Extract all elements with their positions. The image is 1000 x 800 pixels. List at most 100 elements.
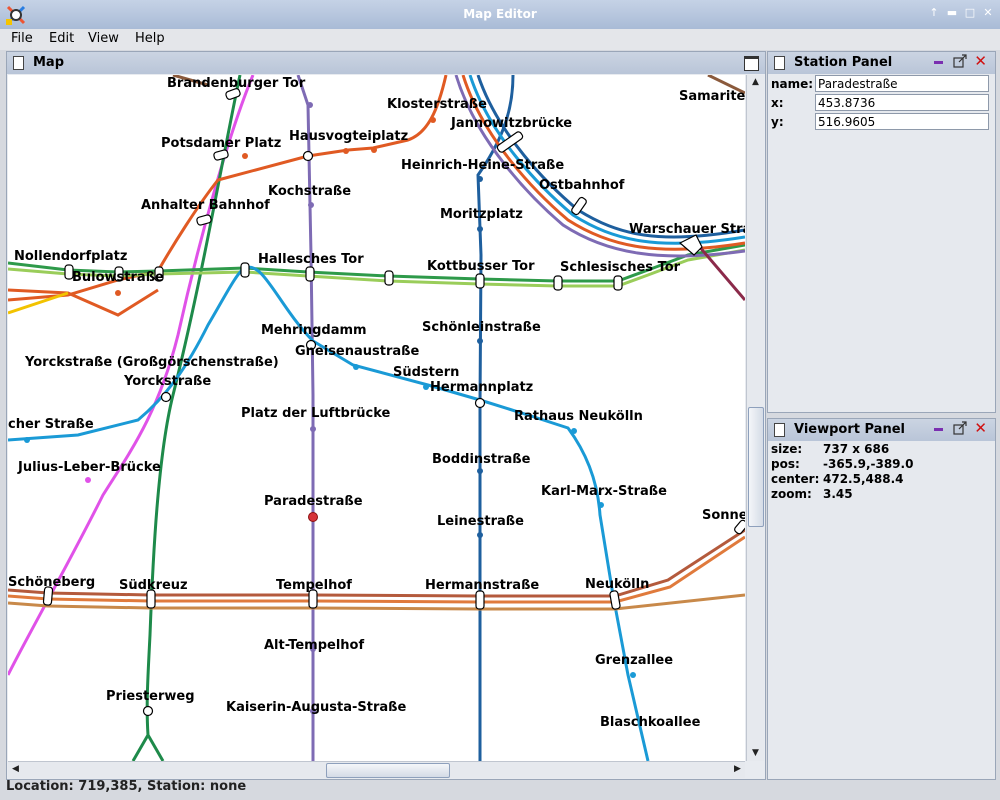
float-panel-icon[interactable] bbox=[953, 421, 967, 435]
station-marker-hallesches-tor-2[interactable] bbox=[305, 266, 315, 282]
maximize-panel-icon[interactable] bbox=[744, 56, 759, 71]
label-hermannstrasse: Hermannstraße bbox=[425, 578, 539, 593]
minimize-panel-icon[interactable] bbox=[934, 428, 943, 431]
station-marker-hermannplatz[interactable] bbox=[474, 397, 486, 409]
dot-station bbox=[371, 147, 377, 153]
close-window-button[interactable]: ✕ bbox=[983, 6, 993, 19]
line-s-brown-west bbox=[172, 75, 209, 87]
scroll-left-icon[interactable]: ◀ bbox=[12, 764, 19, 774]
document-icon bbox=[774, 56, 785, 70]
station-marker-jannowitzbruecke[interactable] bbox=[496, 131, 524, 154]
station-marker-tempelhof[interactable] bbox=[308, 589, 318, 609]
viewport-panel: Viewport Panel ✕ size: 737 x 686 pos: -3… bbox=[767, 418, 996, 780]
map-panel-header: Map bbox=[7, 52, 765, 74]
label-yorckstrasse: Yorckstraße bbox=[123, 374, 211, 389]
dot-station bbox=[477, 338, 483, 344]
label-buelowstrasse: Bulowstraße bbox=[72, 270, 164, 285]
station-marker-potsdamer-platz[interactable] bbox=[213, 149, 229, 161]
line-u-orange-branch bbox=[8, 288, 159, 317]
scroll-up-icon[interactable]: ▲ bbox=[752, 77, 759, 87]
viewport-panel-title: Viewport Panel bbox=[794, 422, 905, 437]
station-marker-nollendorfplatz[interactable] bbox=[64, 264, 74, 280]
dot-station bbox=[353, 364, 359, 370]
station-marker-anhalter-bahnhof[interactable] bbox=[196, 214, 212, 226]
station-marker-nollendorf2[interactable] bbox=[154, 266, 164, 282]
station-panel-title: Station Panel bbox=[794, 55, 893, 70]
station-marker-brandenburger-tor[interactable] bbox=[225, 88, 241, 100]
label-leinestrasse: Leinestraße bbox=[437, 514, 524, 529]
label-suedkreuz: Südkreuz bbox=[119, 578, 188, 593]
document-icon bbox=[13, 56, 24, 70]
horizontal-scroll-thumb[interactable] bbox=[326, 763, 450, 778]
station-x-field[interactable]: 453.8736 bbox=[815, 94, 989, 111]
window-title: Map Editor bbox=[463, 7, 537, 21]
station-marker-hallesches-tor-1[interactable] bbox=[240, 262, 250, 278]
close-panel-icon[interactable]: ✕ bbox=[974, 419, 987, 437]
viewport-center-value: 472.5,488.4 bbox=[823, 472, 904, 486]
menu-help[interactable]: Help bbox=[135, 31, 165, 46]
station-marker-ostbahnhof[interactable] bbox=[571, 196, 588, 216]
maximize-button[interactable]: □ bbox=[964, 6, 976, 19]
menu-edit[interactable]: Edit bbox=[49, 31, 75, 46]
station-marker-schoeneberg[interactable] bbox=[42, 586, 54, 606]
label-heinrich-heine: Heinrich-Heine-Straße bbox=[401, 158, 564, 173]
map-panel: Map bbox=[6, 51, 766, 780]
line-u-yellow bbox=[8, 291, 69, 315]
minimize-panel-icon[interactable] bbox=[934, 61, 943, 64]
label-schoeneberg: Schöneberg bbox=[8, 575, 95, 590]
scroll-down-icon[interactable]: ▼ bbox=[752, 748, 759, 758]
station-marker-priesterweg[interactable] bbox=[142, 705, 154, 717]
dot-station bbox=[630, 672, 636, 678]
line-s-green-branch bbox=[146, 734, 165, 761]
station-marker-goerlitzer[interactable] bbox=[553, 275, 563, 291]
station-marker-neukoelln[interactable] bbox=[609, 590, 621, 610]
line-s-ring-3 bbox=[461, 75, 745, 251]
close-panel-icon[interactable]: ✕ bbox=[974, 52, 987, 70]
station-x-label: x: bbox=[771, 96, 784, 110]
station-marker-sonnenallee[interactable] bbox=[733, 519, 745, 535]
station-name-field[interactable]: Paradestraße bbox=[815, 75, 989, 92]
vertical-scroll-thumb[interactable] bbox=[748, 407, 764, 527]
station-marker-selected-paradestrasse[interactable] bbox=[308, 512, 318, 522]
label-tempelhof: Tempelhof bbox=[276, 578, 352, 593]
label-kottbusser-tor: Kottbusser Tor bbox=[427, 259, 535, 274]
float-panel-icon[interactable] bbox=[953, 54, 967, 68]
map-panel-title: Map bbox=[33, 55, 65, 70]
menu-file[interactable]: File bbox=[11, 31, 33, 46]
station-marker-hausvogteiplatz[interactable] bbox=[302, 150, 314, 162]
viewport-size-value: 737 x 686 bbox=[823, 442, 890, 456]
dot-station bbox=[85, 477, 91, 483]
dot-station bbox=[477, 176, 483, 182]
station-marker-hermannstrasse[interactable] bbox=[475, 590, 485, 610]
station-marker-yorckstrasse[interactable] bbox=[160, 391, 172, 403]
scroll-right-icon[interactable]: ▶ bbox=[734, 764, 741, 774]
label-schlesisches-tor: Schlesisches Tor bbox=[560, 260, 681, 275]
dot-station bbox=[477, 226, 483, 232]
label-priesterweg: Priesterweg bbox=[106, 689, 195, 704]
viewport-zoom-label: zoom: bbox=[771, 487, 812, 501]
station-marker-schlesisches-tor[interactable] bbox=[613, 275, 623, 291]
label-yorckstrasse-gg: Yorckstraße (Großgörschenstraße) bbox=[24, 355, 279, 370]
window-menu-button[interactable]: ↑ bbox=[929, 6, 939, 19]
station-marker-mehringdamm[interactable] bbox=[305, 339, 317, 351]
map-canvas[interactable]: Brandenburger Tor Klosterstraße Samarite… bbox=[8, 75, 745, 761]
menu-view[interactable]: View bbox=[88, 31, 119, 46]
vertical-scrollbar[interactable]: ▲ ▼ bbox=[746, 75, 764, 761]
viewport-size-label: size: bbox=[771, 442, 803, 456]
dot-station bbox=[310, 646, 316, 652]
minimize-button[interactable]: ▬ bbox=[946, 6, 958, 19]
station-marker-suedkreuz[interactable] bbox=[146, 589, 156, 609]
label-hermannplatz: Hermannplatz bbox=[430, 380, 533, 395]
station-marker-buelowstrasse[interactable] bbox=[114, 266, 124, 282]
station-marker-kottbusser-tor[interactable] bbox=[475, 273, 485, 289]
dot-station bbox=[307, 102, 313, 108]
label-neukoelln: Neukölln bbox=[585, 577, 649, 592]
station-panel: Station Panel ✕ name: Paradestraße x: 45… bbox=[767, 51, 996, 413]
station-marker-warschauer[interactable] bbox=[678, 234, 703, 256]
station-marker-prinzenstrasse[interactable] bbox=[384, 270, 394, 286]
station-y-field[interactable]: 516.9605 bbox=[815, 113, 989, 130]
dot-station bbox=[24, 437, 30, 443]
horizontal-scrollbar[interactable]: ◀ ▶ bbox=[8, 761, 745, 778]
transit-map[interactable]: Brandenburger Tor Klosterstraße Samarite… bbox=[8, 75, 745, 761]
label-blaschkoallee: Blaschkoallee bbox=[600, 715, 701, 730]
